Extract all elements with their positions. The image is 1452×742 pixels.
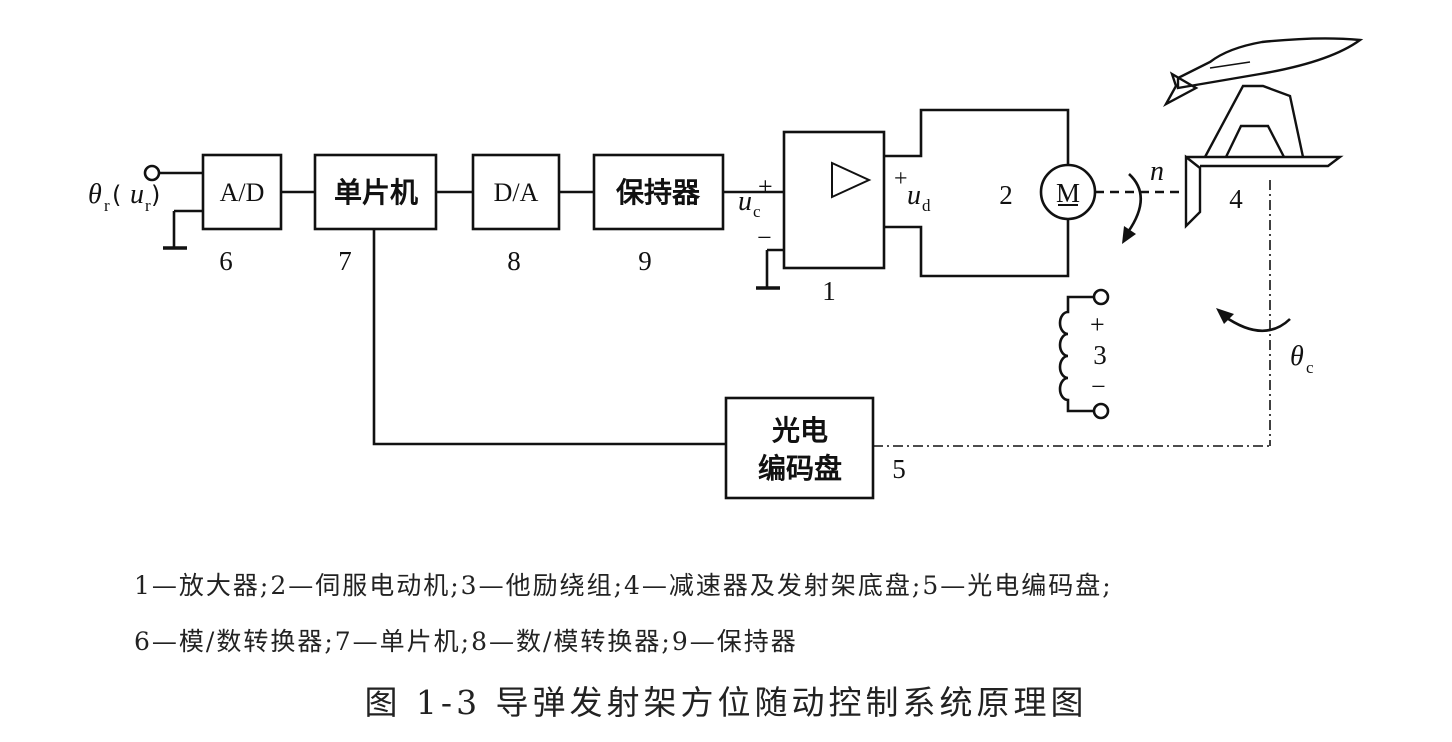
encoder-block [724,396,875,500]
uc-plus: + [758,172,773,201]
launcher-stand [1203,84,1305,158]
winding-plus: + [1090,310,1105,339]
number-6: 6 [219,246,233,276]
theta-c-sub: c [1306,358,1314,377]
motor-label: M [1056,178,1080,208]
input-terminal [143,164,161,182]
number-7: 7 [338,246,352,276]
input-paren-close: ) [151,181,160,209]
uc-label: u [738,186,752,217]
uc-sub: c [753,202,761,221]
rotation-arrowhead-n [1122,226,1136,244]
number-5: 5 [892,454,906,484]
encoder-label-line2: 编码盘 [758,452,842,485]
winding-terminal-top [1092,288,1110,306]
amplifier-block [782,130,886,270]
input-u-sub: r [145,196,151,215]
field-winding-coil [1058,295,1094,413]
launcher-base [1186,155,1344,168]
number-9: 9 [638,246,652,276]
legend-line-2: 6—模/数转换器;7—单片机;8—数/模转换器;9—保持器 [134,627,798,656]
ud-plus: + [894,166,908,192]
rotation-arrowhead-theta [1216,308,1234,324]
number-4: 4 [1229,184,1243,214]
speed-n-label: n [1150,156,1164,187]
missile-icon [1162,37,1364,107]
winding-minus: − [1091,372,1106,401]
input-theta-sub: r [104,196,110,215]
mcu-label: 单片机 [334,176,418,209]
ad-label: A/D [220,178,265,207]
ud-label: u [907,180,921,211]
legend-line-1: 1—放大器;2—伺服电动机;3—他励绕组;4—减速器及发射架底盘;5—光电编码盘… [134,571,1113,600]
uc-minus: − [757,223,772,252]
figure-title: 图 1-3 导弹发射架方位随动控制系统原理图 [364,683,1088,722]
number-8: 8 [507,246,521,276]
number-1: 1 [822,276,836,306]
number-2: 2 [999,180,1013,210]
block-diagram: θ r ( u r ) A/D 单片机 D/A 保持器 光电 编码盘 M 6 7… [88,37,1364,500]
number-3: 3 [1093,340,1107,370]
da-label: D/A [494,178,539,207]
input-paren-open: ( [112,181,121,209]
holder-label: 保持器 [616,176,701,209]
amplifier-symbol [831,161,872,199]
reducer-gear [1184,154,1202,229]
ud-minus: − [891,213,906,242]
input-theta: θ [88,179,102,210]
ud-sub: d [922,196,931,215]
winding-terminal-bottom [1092,402,1110,420]
theta-c-label: θ [1290,341,1304,372]
encoder-label-line1: 光电 [771,414,828,447]
input-u: u [130,179,144,210]
